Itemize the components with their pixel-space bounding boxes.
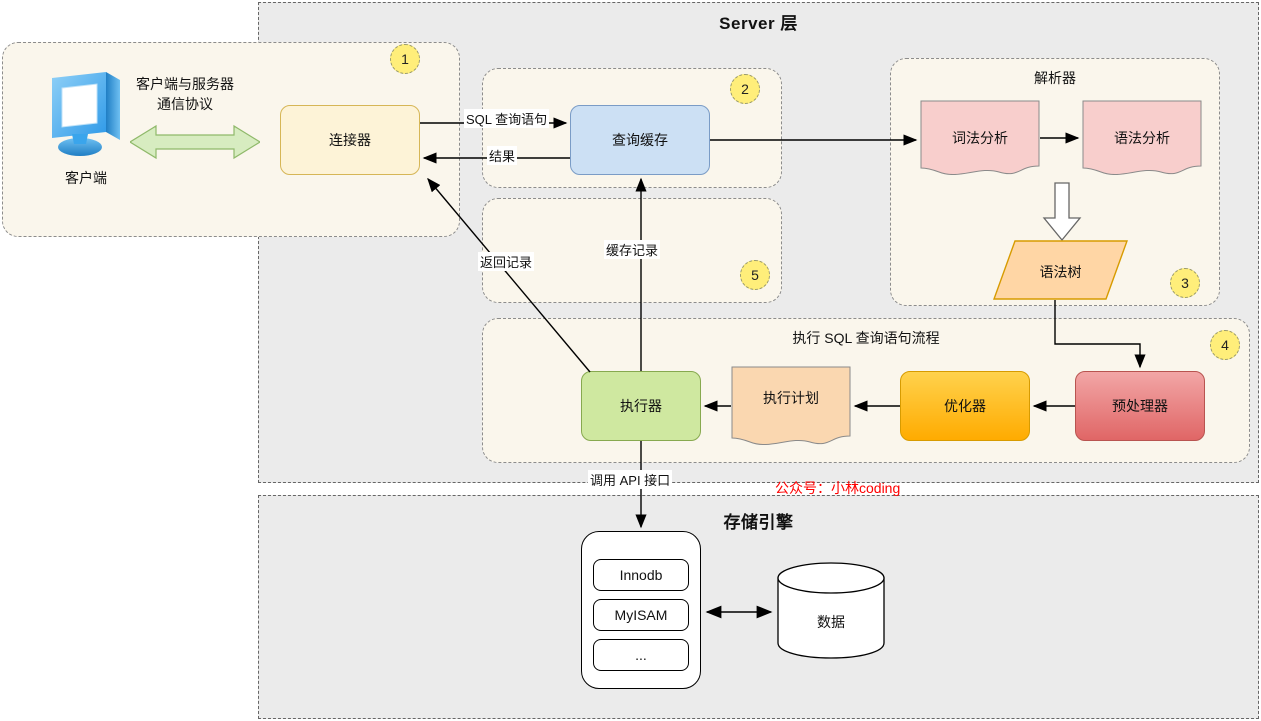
storage-layer-title: 存储引擎 bbox=[723, 513, 794, 532]
data-cylinder-node bbox=[777, 562, 885, 659]
syntax-analysis-label: 语法分析 bbox=[1114, 130, 1170, 146]
lexical-analysis-label: 词法分析 bbox=[952, 130, 1008, 146]
syntax-tree-node bbox=[993, 240, 1128, 300]
engine-myisam-node: MyISAM bbox=[593, 599, 689, 631]
syntax-tree-label: 语法树 bbox=[1039, 264, 1082, 280]
syntax-analysis-node bbox=[1082, 100, 1202, 176]
badge-5: 5 bbox=[740, 260, 770, 290]
data-cylinder-label: 数据 bbox=[817, 614, 845, 630]
return-records-edge-label: 返回记录 bbox=[478, 252, 535, 271]
sql-query-edge-label: SQL 查询语句 bbox=[464, 109, 550, 128]
badge-1: 1 bbox=[390, 44, 420, 74]
watermark-text: 公众号：小林coding bbox=[775, 480, 901, 496]
result-edge-label: 结果 bbox=[487, 146, 518, 165]
execution-plan-node bbox=[731, 366, 851, 446]
client-protocol-label: 客户端与服务器 通信协议 bbox=[120, 74, 250, 114]
exec-flow-group-title: 执行 SQL 查询语句流程 bbox=[792, 330, 940, 346]
query-cache-node: 查询缓存 bbox=[570, 105, 710, 175]
execution-plan-label: 执行计划 bbox=[763, 390, 819, 406]
engine-more-node: ... bbox=[593, 639, 689, 671]
client-monitor-icon bbox=[44, 68, 128, 158]
cache-records-edge-label: 缓存记录 bbox=[604, 240, 661, 259]
executor-node: 执行器 bbox=[581, 371, 701, 441]
client-label: 客户端 bbox=[65, 170, 107, 186]
engine-innodb-node: Innodb bbox=[593, 559, 689, 591]
client-protocol-label-line2: 通信协议 bbox=[157, 96, 213, 112]
preprocessor-node: 预处理器 bbox=[1075, 371, 1205, 441]
optimizer-node: 优化器 bbox=[900, 371, 1030, 441]
badge-3: 3 bbox=[1170, 268, 1200, 298]
connector-node: 连接器 bbox=[280, 105, 420, 175]
parser-group-title: 解析器 bbox=[1034, 70, 1076, 86]
server-layer-title: Server 层 bbox=[719, 14, 798, 33]
call-api-edge-label: 调用 API 接口 bbox=[588, 470, 673, 489]
badge-4: 4 bbox=[1210, 330, 1240, 360]
badge-2: 2 bbox=[730, 74, 760, 104]
client-protocol-label-line1: 客户端与服务器 bbox=[136, 76, 234, 92]
lexical-analysis-node bbox=[920, 100, 1040, 176]
parser-down-arrow-icon bbox=[1042, 182, 1082, 242]
